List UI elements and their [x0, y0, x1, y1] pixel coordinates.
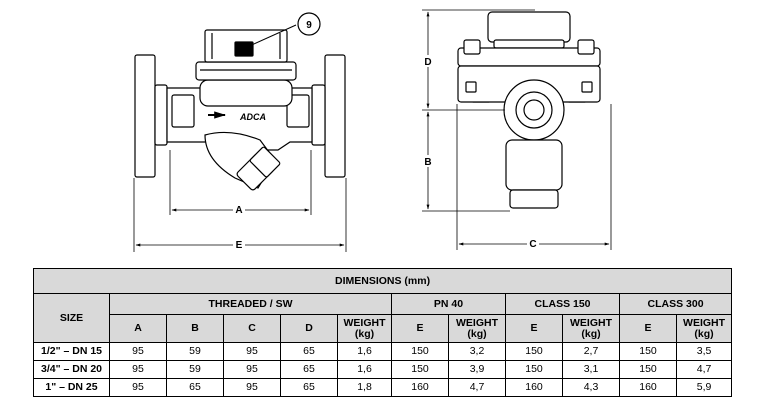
- dimension-b-label: B: [424, 157, 431, 168]
- column-header: E: [391, 314, 449, 343]
- table-cell: 65: [280, 378, 338, 397]
- table-cell: 150: [391, 342, 449, 361]
- table-cell: 65: [280, 342, 338, 361]
- dimension-c-label: C: [529, 239, 536, 250]
- table-cell: 95: [223, 378, 281, 397]
- dimension-a-label: A: [235, 205, 242, 216]
- table-cell: 2,7: [562, 342, 620, 361]
- table-cell: 4,3: [562, 378, 620, 397]
- table-cell: 150: [391, 360, 449, 379]
- table-cell: 150: [619, 342, 677, 361]
- callout-leader: [244, 24, 297, 49]
- group-header-class150: CLASS 150: [505, 293, 620, 315]
- table-cell: 65: [280, 360, 338, 379]
- table-cell: 3,9: [448, 360, 506, 379]
- group-header-class300: CLASS 300: [618, 293, 733, 315]
- column-header: E: [619, 314, 677, 343]
- callout-circle: [297, 12, 321, 36]
- table-cell: 150: [505, 342, 563, 361]
- technical-drawing: ADCA 9 A E D: [133, 9, 612, 252]
- column-header: E: [505, 314, 563, 343]
- column-header: WEIGHT(kg): [337, 314, 392, 343]
- brand-logo: ADCA: [239, 112, 266, 122]
- table-cell: 3,2: [448, 342, 506, 361]
- table-cell: 150: [505, 360, 563, 379]
- size-cell: 1/2" – DN 15: [33, 342, 110, 361]
- column-header: B: [166, 314, 224, 343]
- table-cell: 95: [109, 378, 167, 397]
- table-cell: 160: [505, 378, 563, 397]
- table-cell: 95: [109, 342, 167, 361]
- table-cell: 59: [166, 360, 224, 379]
- table-cell: 65: [166, 378, 224, 397]
- dimension-b: [422, 111, 510, 212]
- table-cell: 95: [223, 342, 281, 361]
- group-header-threaded: THREADED / SW: [109, 293, 392, 315]
- column-header: WEIGHT(kg): [448, 314, 506, 343]
- table-cell: 5,9: [675, 378, 733, 397]
- size-cell: 3/4" – DN 20: [33, 360, 110, 379]
- table-cell: 95: [109, 360, 167, 379]
- table-cell: 3,5: [675, 342, 733, 361]
- table-title: DIMENSIONS (mm): [32, 268, 733, 294]
- table-cell: 1,6: [337, 360, 392, 379]
- table-cell: 4,7: [448, 378, 506, 397]
- table-cell: 150: [619, 360, 677, 379]
- table-cell: 95: [223, 360, 281, 379]
- size-cell: 1" – DN 25: [33, 378, 110, 397]
- dimensions-table: DIMENSIONS (mm) SIZE THREADED / SW PN 40…: [32, 268, 733, 397]
- table-cell: 59: [166, 342, 224, 361]
- dimension-d-label: D: [424, 57, 431, 68]
- callout-label: 9: [306, 20, 312, 31]
- front-view: [134, 29, 346, 191]
- size-header: SIZE: [33, 293, 110, 343]
- table-cell: 4,7: [675, 360, 733, 379]
- table-cell: 3,1: [562, 360, 620, 379]
- side-view: [457, 11, 601, 209]
- table-cell: 160: [619, 378, 677, 397]
- column-header: WEIGHT(kg): [675, 314, 733, 343]
- dimension-e-label: E: [236, 240, 243, 251]
- table-cell: 160: [391, 378, 449, 397]
- column-header: WEIGHT(kg): [562, 314, 620, 343]
- table-cell: 1,6: [337, 342, 392, 361]
- column-header: D: [280, 314, 338, 343]
- column-header: A: [109, 314, 167, 343]
- table-cell: 1,8: [337, 378, 392, 397]
- column-header: C: [223, 314, 281, 343]
- group-header-pn40: PN 40: [391, 293, 506, 315]
